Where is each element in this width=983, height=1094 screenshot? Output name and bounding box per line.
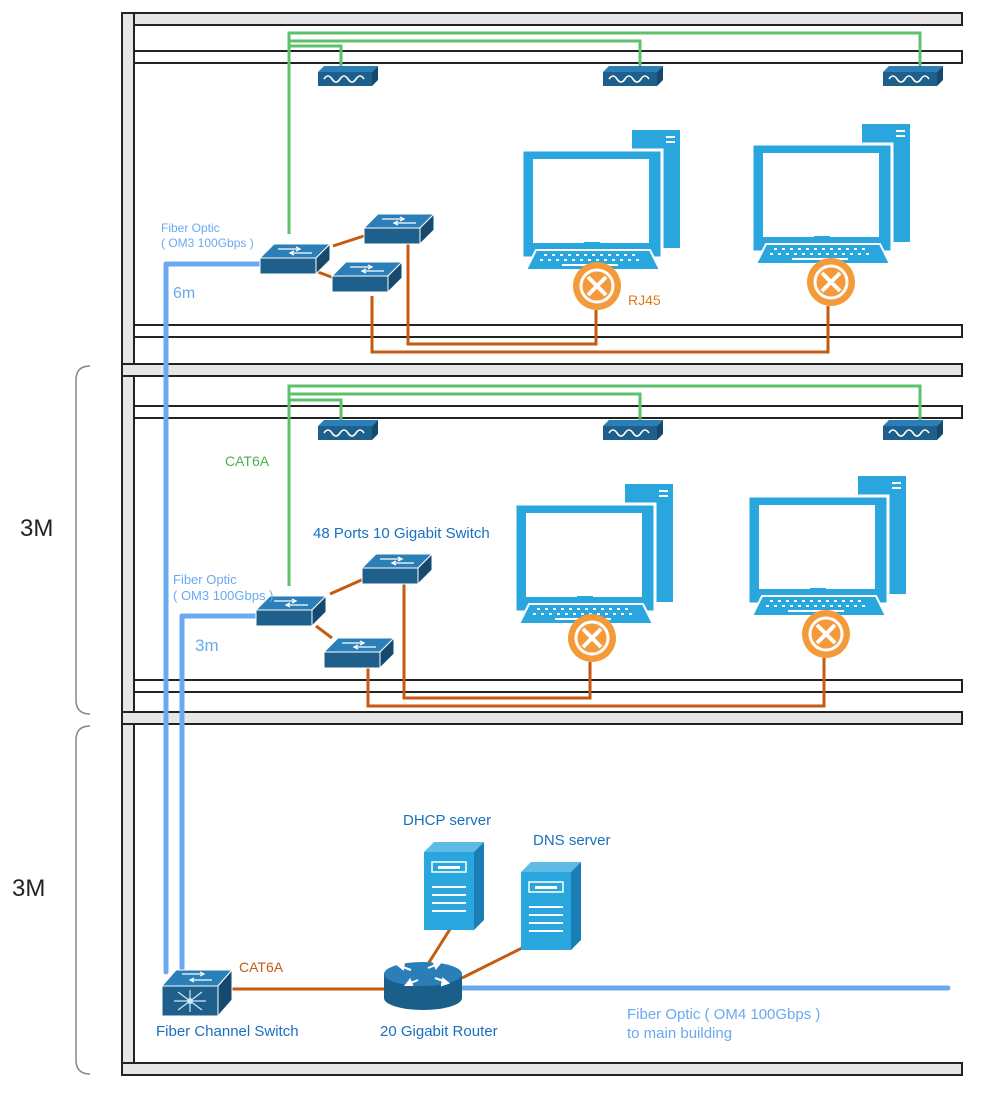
floor-height-lower-label: 3M [12,875,45,902]
fiber-channel-switch-label: Fiber Channel Switch [156,1023,299,1040]
fiber-spec-label-floor2: ( OM3 100Gbps ) [173,588,273,603]
wireless-access-point-icon [317,419,379,441]
fiber-spec-label-floor3: ( OM3 100Gbps ) [161,236,254,250]
wireless-access-point-icon [602,65,664,87]
router-label: 20 Gigabit Router [380,1023,498,1040]
wireless-access-point-icon [882,65,944,87]
desktop-computer-icon [750,122,912,266]
floor-1: DHCP server DNS server CAT6A Fiber Chann… [156,812,820,1042]
wireless-access-point-icon [317,65,379,87]
dns-server-label: DNS server [533,832,611,849]
fiber-channel-switch-icon [160,968,234,1018]
cat6a-label-floor1: CAT6A [239,959,284,975]
fiber-cables [163,261,951,991]
rj45-port-icon [805,256,857,308]
workgroup-switch-icon [361,553,433,585]
workgroup-switch-icon [363,213,435,245]
fiber-main-destination-label: to main building [627,1025,732,1042]
fiber-optic-label-floor3: Fiber Optic [161,221,220,235]
desktop-computer-icon [520,128,682,272]
server-icon [520,861,582,951]
wireless-access-point-icon [602,419,664,441]
building-frame [121,12,963,1076]
rj45-port-icon [800,608,852,660]
desktop-computer-icon [513,482,675,626]
floor-height-upper-label: 3M [20,515,53,542]
floor-2: CAT6A 48 Ports 10 Gigabit Switch Fiber O… [173,419,944,669]
dhcp-server-label: DHCP server [403,812,491,829]
rj45-label: RJ45 [628,292,661,308]
wireless-access-point-icon [882,419,944,441]
fiber-optic-label-floor2: Fiber Optic [173,572,237,587]
desktop-computer-icon [746,474,908,618]
floor-3: Fiber Optic ( OM3 100Gbps ) 6m RJ45 [161,65,944,312]
workgroup-switch-icon [259,243,331,275]
cat6a-label-floor2: CAT6A [225,453,270,469]
server-icon [423,841,485,931]
workgroup-switch-icon [323,637,395,669]
fiber-length-label-floor2: 3m [195,636,219,655]
cat6a-green-cables [287,31,922,586]
rj45-port-icon [566,612,618,664]
router-icon [384,961,462,1010]
workgroup-switch-icon [331,261,403,293]
switch-48-port-label: 48 Ports 10 Gigabit Switch [313,525,490,542]
rj45-port-icon [571,260,623,312]
height-braces [75,365,91,1075]
fiber-length-label-floor3: 6m [173,285,195,302]
fiber-main-label: Fiber Optic ( OM4 100Gbps ) [627,1006,820,1023]
